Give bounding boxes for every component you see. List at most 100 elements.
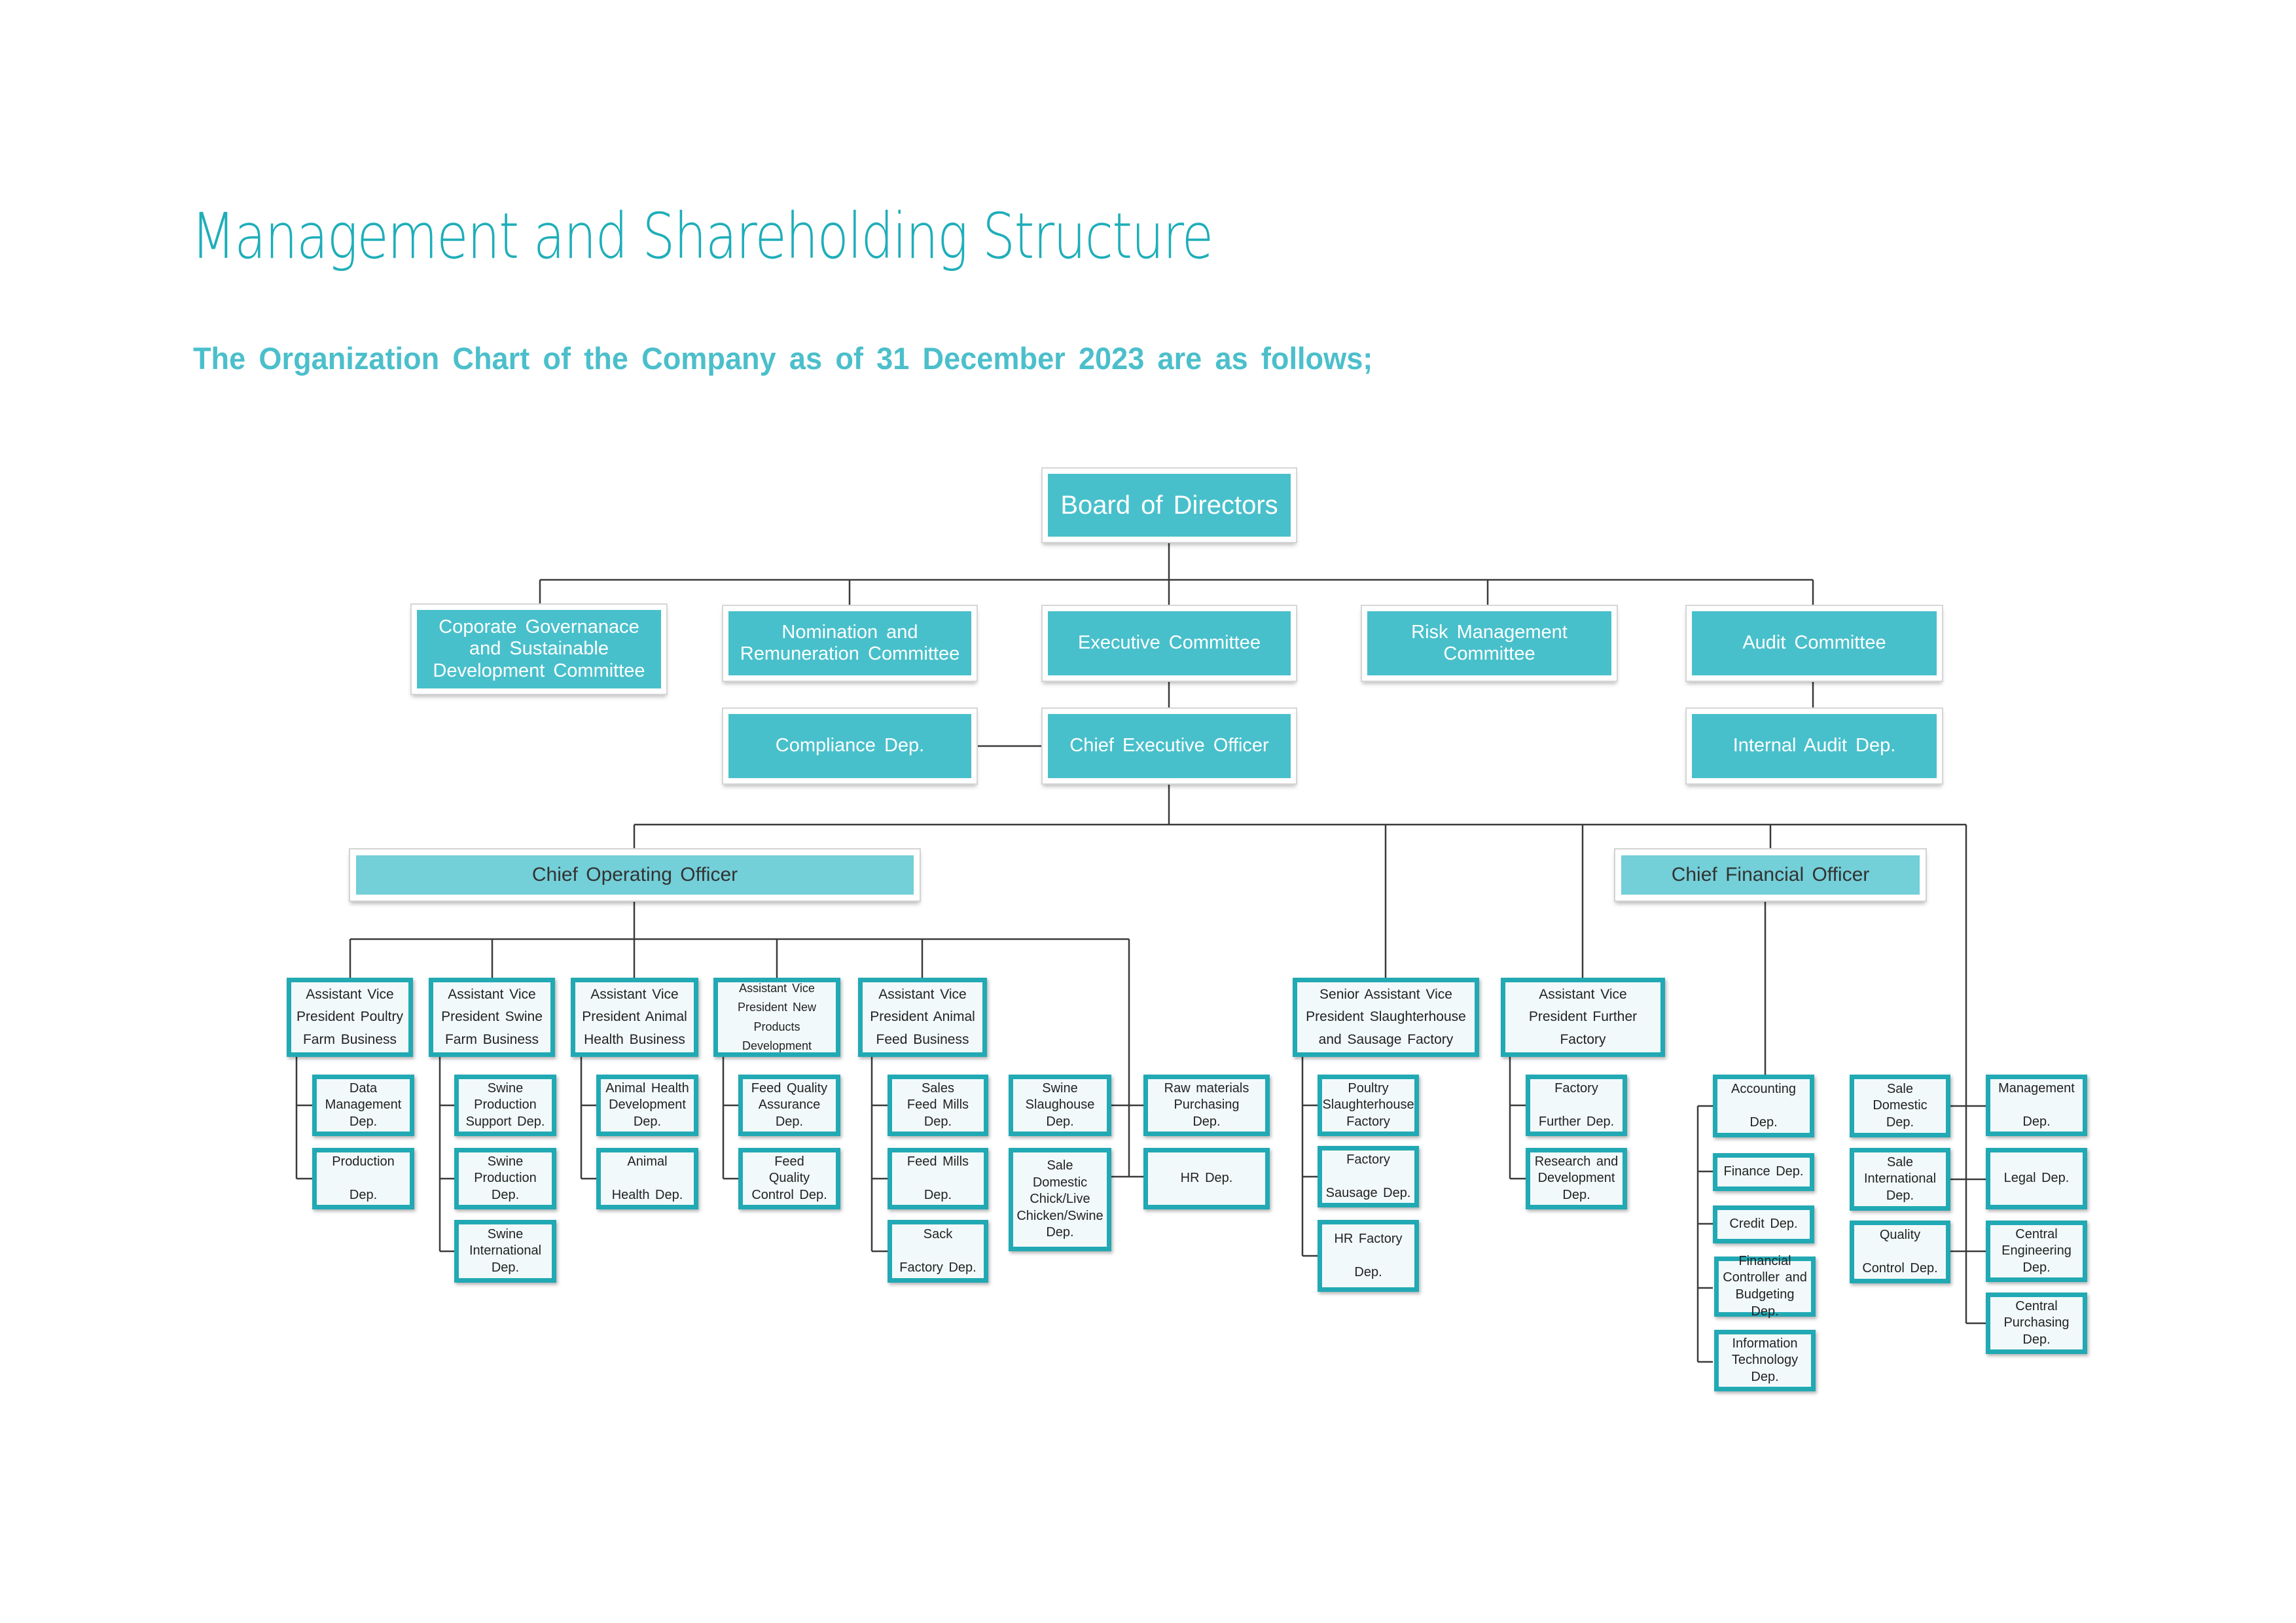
finance-dep-box: Finance Dep. (1713, 1153, 1814, 1191)
box-label: Coporate Governanace and Sustainable Dev… (433, 616, 645, 681)
box-label: Risk Management Committee (1411, 621, 1568, 664)
sale-domestic-chick-dep-box: Sale Domestic Chick/Live Chicken/Swine D… (1009, 1148, 1111, 1251)
compliance-dep-box: Compliance Dep. (722, 707, 978, 785)
savp-slaughterhouse-box: Senior Assistant Vice President Slaughte… (1293, 978, 1479, 1057)
research-development-dep-box: Research and Development Dep. (1526, 1148, 1627, 1209)
box-label: Nomination and Remuneration Committee (740, 621, 960, 664)
box-label: Assistant Vice President Further Factory (1528, 987, 1638, 1047)
box-label: Sale Domestic Chick/Live Chicken/Swine D… (1016, 1158, 1103, 1240)
box-label: Sale Domestic Dep. (1873, 1081, 1928, 1130)
box-label: Sack Factory Dep. (899, 1226, 977, 1275)
box-label: Chief Operating Officer (531, 864, 738, 885)
box-label: Assistant Vice President New Products De… (737, 982, 817, 1052)
avp-swine-farm-box: Assistant Vice President Swine Farm Busi… (429, 978, 555, 1057)
factory-further-dep-box: Factory Further Dep. (1526, 1075, 1627, 1136)
box-label: Sale International Dep. (1863, 1154, 1937, 1203)
box-label: Factory Sausage Dep. (1325, 1152, 1411, 1200)
ceo-box: Chief Executive Officer (1041, 707, 1297, 785)
avp-animal-feed-box: Assistant Vice President Animal Feed Bus… (858, 978, 987, 1057)
box-label: Chief Executive Officer (1069, 735, 1269, 757)
box-label: Legal Dep. (2003, 1171, 2070, 1186)
raw-materials-purchasing-dep-box: Raw materials Purchasing Dep. (1143, 1075, 1270, 1136)
sale-domestic-dep-box: Sale Domestic Dep. (1850, 1075, 1950, 1137)
central-engineering-dep-box: Central Engineering Dep. (1986, 1221, 2087, 1282)
avp-animal-health-box: Assistant Vice President Animal Health B… (571, 978, 698, 1057)
quality-control-dep-box: Quality Control Dep. (1850, 1221, 1950, 1283)
board-of-directors-box: Board of Directors (1041, 467, 1297, 543)
box-label: HR Factory Dep. (1334, 1231, 1403, 1279)
hr-factory-dep-box: HR Factory Dep. (1318, 1220, 1419, 1292)
box-label: Animal Health Dep. (611, 1154, 683, 1202)
box-label: Animal Health Development Dep. (605, 1080, 689, 1129)
production-dep-box: Production Dep. (312, 1148, 414, 1209)
box-label: Feed Quality Control Dep. (751, 1154, 827, 1202)
cfo-box: Chief Financial Officer (1614, 848, 1927, 902)
nomination-committee-box: Nomination and Remuneration Committee (722, 605, 978, 682)
box-label: Information Technology Dep. (1731, 1336, 1799, 1384)
box-label: Swine Production Support Dep. (465, 1080, 545, 1129)
swine-international-dep-box: Swine International Dep. (454, 1220, 556, 1283)
executive-committee-box: Executive Committee (1041, 605, 1297, 682)
information-technology-dep-box: Information Technology Dep. (1714, 1330, 1816, 1391)
box-label: Data Management Dep. (325, 1080, 402, 1129)
sack-factory-dep-box: Sack Factory Dep. (888, 1220, 988, 1283)
box-label: Senior Assistant Vice President Slaughte… (1306, 987, 1466, 1047)
box-label: Assistant Vice President Animal Feed Bus… (870, 987, 975, 1047)
central-purchasing-dep-box: Central Purchasing Dep. (1986, 1293, 2087, 1354)
box-label: Audit Committee (1742, 632, 1886, 654)
animal-health-dep-box: Animal Health Dep. (596, 1148, 698, 1209)
box-label: Finance Dep. (1723, 1164, 1804, 1179)
avp-poultry-farm-box: Assistant Vice President Poultry Farm Bu… (287, 978, 413, 1057)
box-label: Accounting Dep. (1731, 1081, 1796, 1130)
financial-controller-budgeting-dep-box: Financial Controller and Budgeting Dep. (1714, 1254, 1816, 1319)
page-title: Management and Shareholding Structure (191, 200, 1213, 273)
swine-production-dep-box: Swine Production Dep. (454, 1148, 556, 1209)
box-label: Internal Audit Dep. (1732, 735, 1896, 757)
poultry-slaughterhouse-factory-box: Poultry Slaughterhouse Factory (1318, 1075, 1419, 1136)
box-label: Credit Dep. (1729, 1217, 1798, 1232)
internal-audit-dep-box: Internal Audit Dep. (1685, 707, 1943, 785)
hr-dep-box: HR Dep. (1143, 1148, 1270, 1209)
credit-dep-box: Credit Dep. (1713, 1205, 1814, 1243)
box-label: Board of Directors (1060, 491, 1278, 520)
box-label: Poultry Slaughterhouse Factory (1322, 1080, 1414, 1129)
swine-production-support-dep-box: Swine Production Support Dep. (454, 1075, 556, 1136)
box-label: Feed Mills Dep. (906, 1154, 969, 1202)
box-label: Factory Further Dep. (1538, 1080, 1615, 1129)
feed-quality-assurance-dep-box: Feed Quality Assurance Dep. (738, 1075, 840, 1136)
avp-new-products-box: Assistant Vice President New Products De… (713, 978, 840, 1057)
box-label: HR Dep. (1180, 1171, 1233, 1186)
box-label: Central Purchasing Dep. (2003, 1298, 2070, 1347)
box-label: Chief Financial Officer (1671, 864, 1870, 885)
box-label: Central Engineering Dep. (2001, 1226, 2072, 1275)
sale-international-dep-box: Sale International Dep. (1850, 1148, 1950, 1211)
risk-management-committee-box: Risk Management Committee (1361, 605, 1618, 682)
legal-dep-box: Legal Dep. (1986, 1148, 2087, 1209)
box-label: Quality Control Dep. (1862, 1227, 1938, 1275)
box-label: Swine Production Dep. (474, 1154, 537, 1202)
swine-slaughouse-dep-box: Swine Slaughouse Dep. (1009, 1075, 1111, 1136)
box-label: Financial Controller and Budgeting Dep. (1723, 1253, 1807, 1319)
box-label: Sales Feed Mills Dep. (906, 1080, 969, 1129)
management-dep-box: Management Dep. (1986, 1075, 2087, 1136)
avp-further-factory-box: Assistant Vice President Further Factory (1501, 978, 1665, 1057)
box-label: Production Dep. (332, 1154, 395, 1202)
page-subtitle: The Organization Chart of the Company as… (193, 341, 1373, 376)
box-label: Swine International Dep. (469, 1226, 542, 1275)
animal-health-development-dep-box: Animal Health Development Dep. (596, 1075, 698, 1136)
box-label: Assistant Vice President Swine Farm Busi… (441, 987, 543, 1047)
factory-sausage-dep-box: Factory Sausage Dep. (1318, 1146, 1419, 1207)
box-label: Swine Slaughouse Dep. (1025, 1080, 1095, 1129)
feed-quality-control-dep-box: Feed Quality Control Dep. (738, 1148, 840, 1209)
data-management-dep-box: Data Management Dep. (312, 1075, 414, 1136)
coo-box: Chief Operating Officer (349, 848, 921, 902)
box-label: Assistant Vice President Animal Health B… (582, 987, 687, 1047)
box-label: Feed Quality Assurance Dep. (751, 1080, 828, 1129)
audit-committee-box: Audit Committee (1685, 605, 1943, 682)
box-label: Raw materials Purchasing Dep. (1164, 1080, 1249, 1129)
corporate-governance-committee-box: Coporate Governanace and Sustainable Dev… (410, 603, 668, 695)
feed-mills-dep-box: Feed Mills Dep. (888, 1148, 988, 1209)
sales-feed-mills-dep-box: Sales Feed Mills Dep. (888, 1075, 988, 1136)
box-label: Compliance Dep. (775, 735, 925, 757)
